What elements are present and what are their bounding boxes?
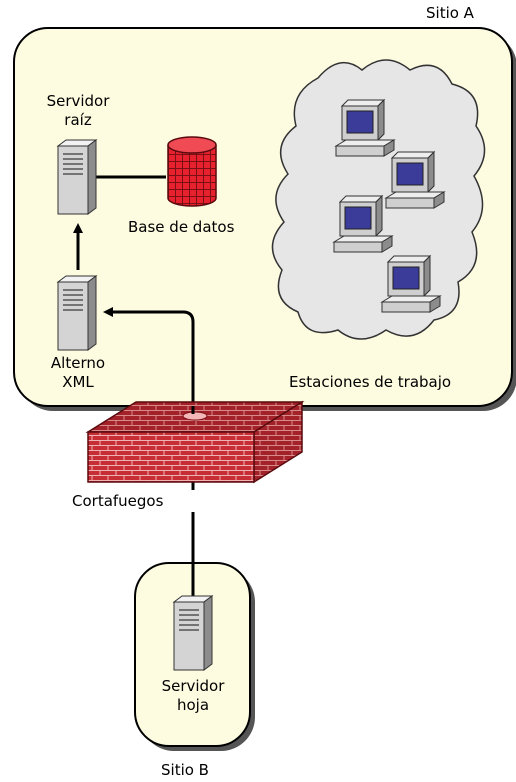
database-label: Base de datos [128, 218, 235, 236]
firewall-alternate-link [103, 307, 195, 490]
computer-icon [334, 98, 396, 157]
server-icon [172, 595, 214, 671]
database-icon [167, 136, 217, 207]
leaf-server-label-line2: hoja [176, 696, 210, 714]
root-server-label-line2: raíz [64, 111, 92, 129]
site-b-label: Sitio B [161, 761, 209, 779]
xml-alternate-label-line2: XML [62, 373, 94, 391]
computer-icon [384, 150, 446, 209]
xml-alternate-label-line1: Alterno [50, 354, 106, 372]
workstations-label: Estaciones de trabajo [289, 373, 452, 391]
computer-icon [332, 194, 394, 253]
site-a-label: Sitio A [426, 4, 474, 22]
leaf-server-label-line1: Servidor [161, 677, 225, 695]
firewall-label: Cortafuegos [72, 492, 164, 510]
root-server-label-line1: Servidor [46, 92, 110, 110]
server-icon [56, 139, 98, 215]
server-icon [56, 275, 98, 351]
computer-icon [380, 254, 442, 313]
firewall-icon [85, 400, 305, 484]
